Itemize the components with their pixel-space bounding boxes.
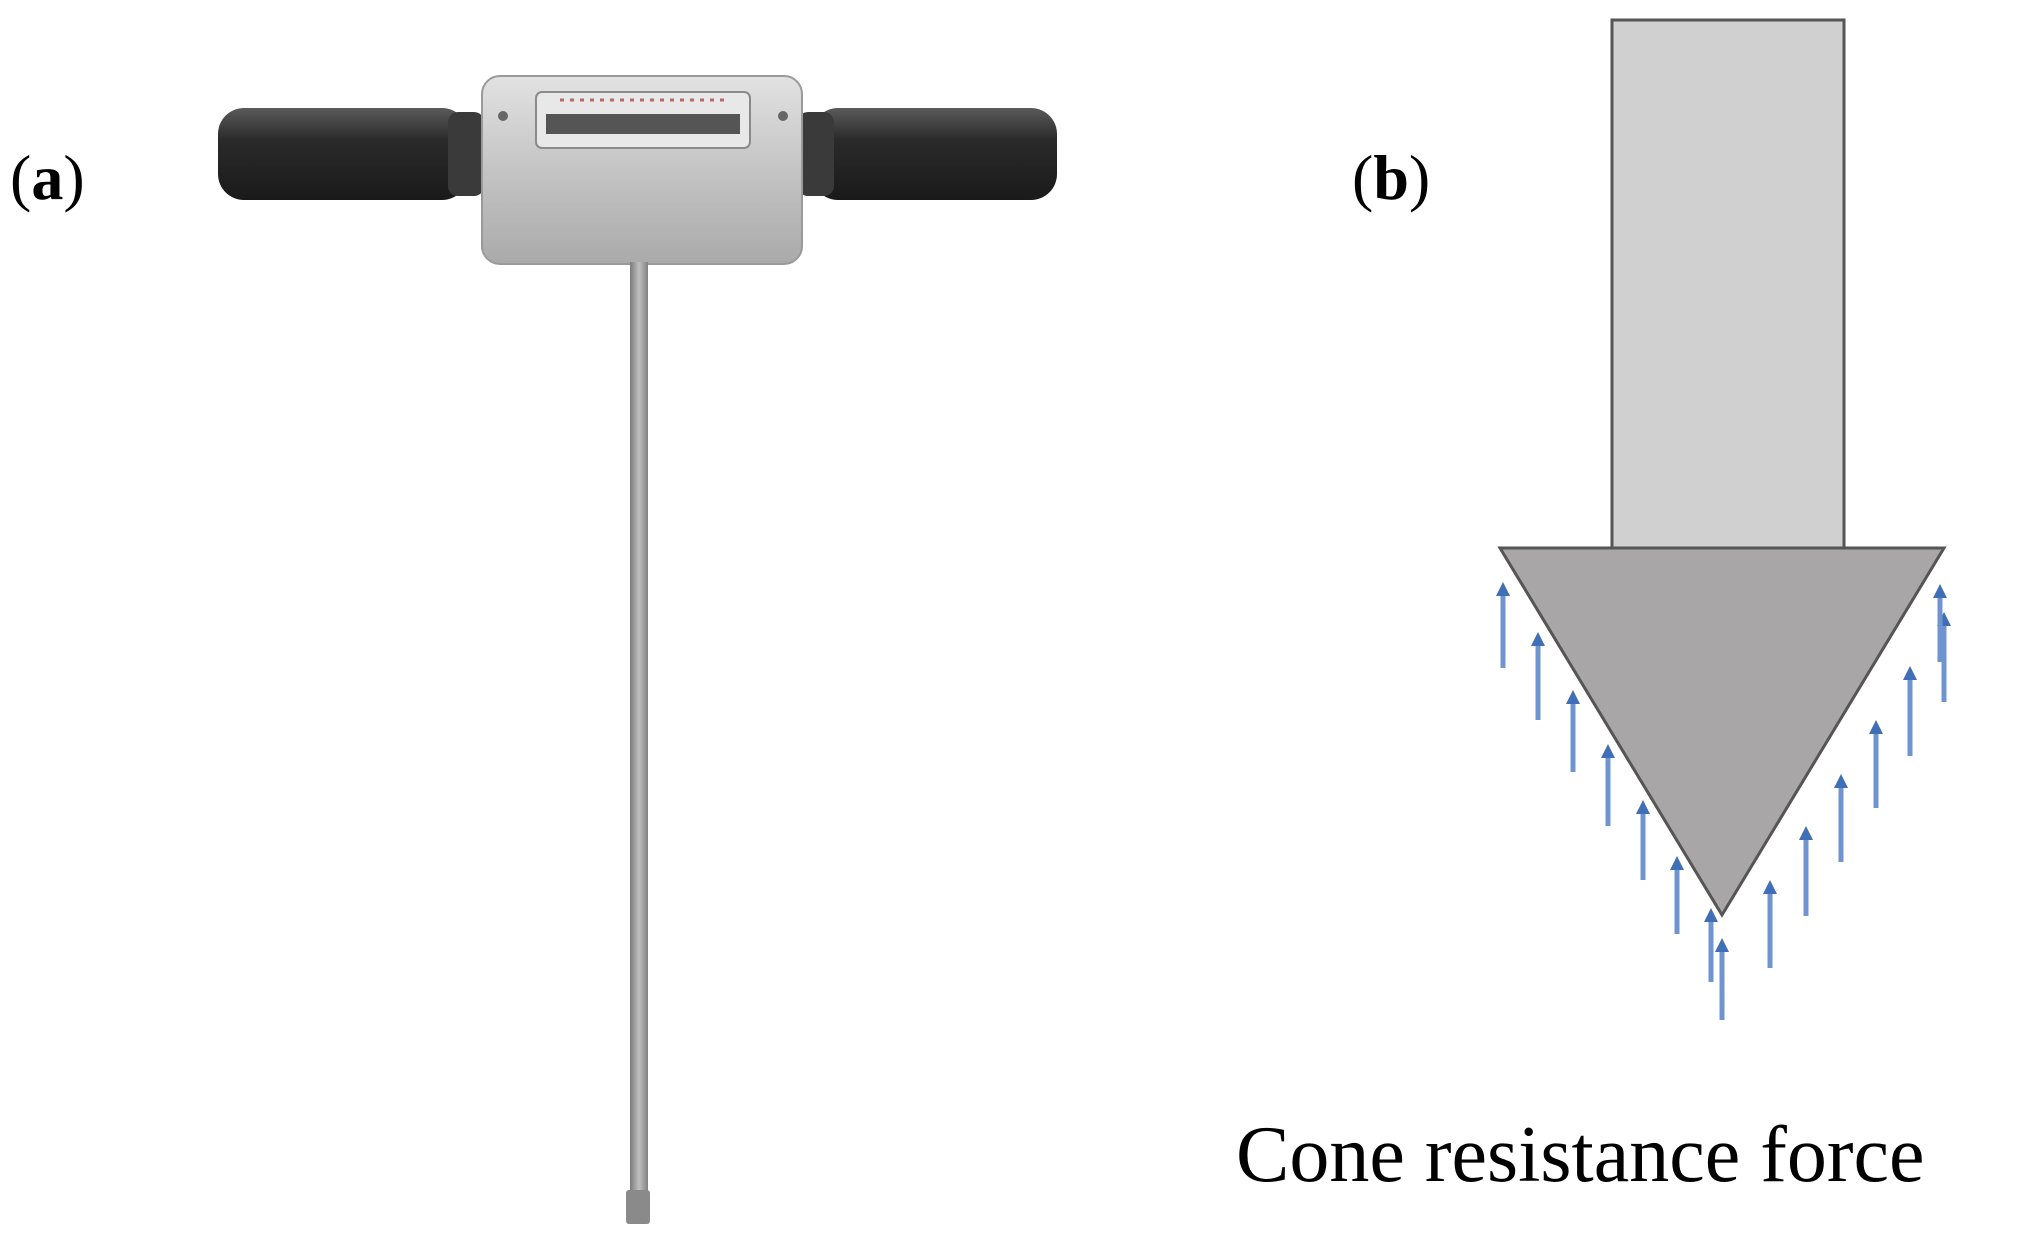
label-a-close: ) xyxy=(63,142,85,213)
label-a-letter: a xyxy=(31,142,64,213)
probe-rod xyxy=(626,262,650,1224)
label-b-open: ( xyxy=(1352,142,1374,213)
label-a-open: ( xyxy=(10,142,32,213)
left-handle xyxy=(218,108,484,200)
panel-label-a: (a) xyxy=(10,146,85,210)
label-b-letter: b xyxy=(1373,142,1409,213)
upward-arrow-icon xyxy=(1566,690,1580,772)
panel-label-b: (b) xyxy=(1352,146,1430,210)
probe-shaft xyxy=(1610,18,1846,552)
label-b-close: ) xyxy=(1408,142,1431,213)
upward-arrow-icon xyxy=(1601,744,1615,826)
upward-arrow-icon xyxy=(1799,826,1813,916)
figure-caption: Cone resistance force xyxy=(1236,1111,1925,1199)
upward-arrow-icon xyxy=(1903,666,1917,756)
right-handle xyxy=(798,108,1057,200)
upward-arrow-icon xyxy=(1670,856,1684,934)
upward-arrow-icon xyxy=(1834,774,1848,862)
cone-tip-diagram xyxy=(1497,18,1947,918)
upward-arrow-icon xyxy=(1715,938,1729,1020)
upward-arrow-icon xyxy=(1869,720,1883,808)
upward-arrow-icon xyxy=(1636,800,1650,880)
cone-tip xyxy=(1497,546,1947,918)
upward-arrow-icon xyxy=(1763,880,1777,968)
gauge-body xyxy=(481,75,803,265)
force-arrows xyxy=(1496,582,1951,1020)
upward-arrow-icon xyxy=(1704,908,1718,982)
upward-arrow-icon xyxy=(1933,584,1947,662)
upward-arrow-icon xyxy=(1531,632,1545,720)
penetrometer-photo xyxy=(218,75,1057,1224)
upward-arrow-icon xyxy=(1496,582,1510,668)
